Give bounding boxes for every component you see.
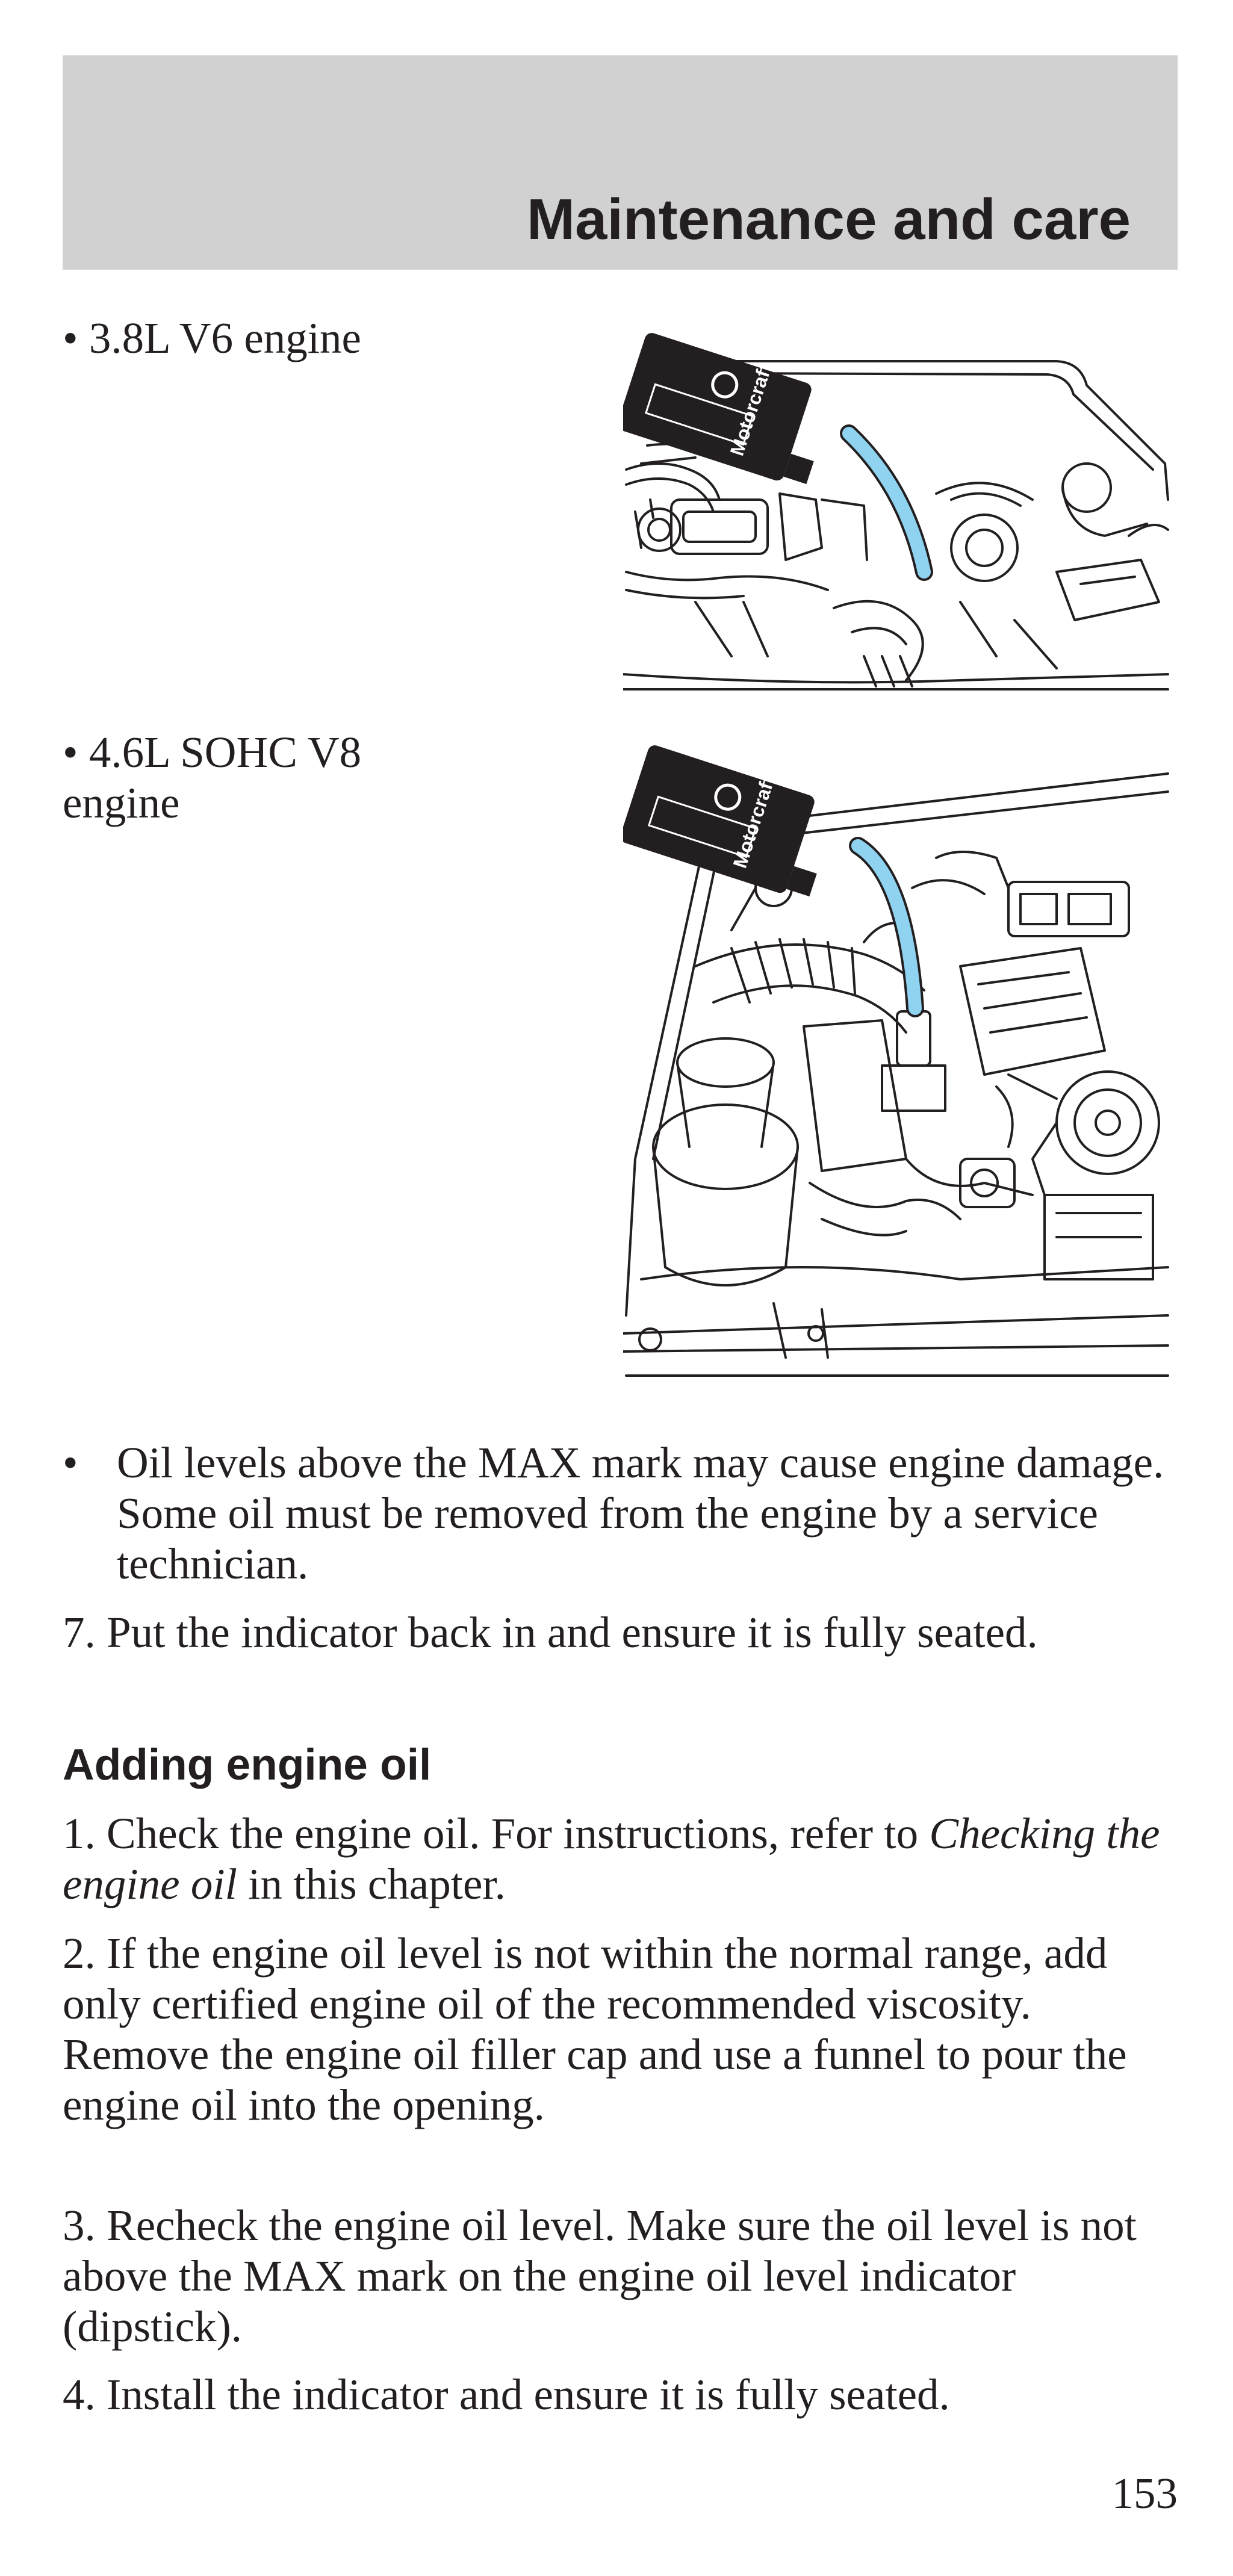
page-number: 153	[1111, 2469, 1178, 2518]
v6-engine-oil-fill-illustration: Motorcraft	[623, 333, 1169, 691]
step-1-reference: Checking the engine oil	[63, 1809, 1160, 1908]
step-1-prefix: 1. Check the engine oil. For instruction…	[63, 1809, 930, 1858]
engine-label-text-line2: engine	[63, 778, 180, 827]
bullet: •	[63, 314, 78, 362]
step-7: 7. Put the indicator back in and ensure …	[63, 1608, 1038, 1657]
bullet: •	[63, 728, 78, 777]
header-band: Maintenance and care	[63, 55, 1178, 270]
step-4: 4. Install the indicator and ensure it i…	[63, 2370, 950, 2419]
step-1: 1. Check the engine oil. For instruction…	[63, 1808, 1178, 1910]
section-heading: Adding engine oil	[63, 1740, 432, 1789]
step-1-suffix: in this chapter.	[237, 1860, 506, 1908]
warning-text: Oil levels above the MAX mark may cause …	[117, 1438, 1164, 1588]
step-2: 2. If the engine oil level is not within…	[63, 1929, 1127, 2129]
engine-label-v8: • 4.6L SOHC V8 engine	[63, 727, 361, 828]
oil-overfill-warning: • Oil levels above the MAX mark may caus…	[63, 1438, 1178, 1589]
bullet: •	[63, 1438, 78, 1487]
engine-label-text: 4.6L SOHC V8	[89, 728, 362, 777]
engine-label-text: 3.8L V6 engine	[89, 314, 361, 362]
v8-engine-oil-fill-illustration: Motorcraft	[623, 745, 1169, 1377]
engine-label-v6: • 3.8L V6 engine	[63, 313, 361, 364]
page-title: Maintenance and care	[526, 187, 1131, 252]
step-3: 3. Recheck the engine oil level. Make su…	[63, 2201, 1137, 2351]
